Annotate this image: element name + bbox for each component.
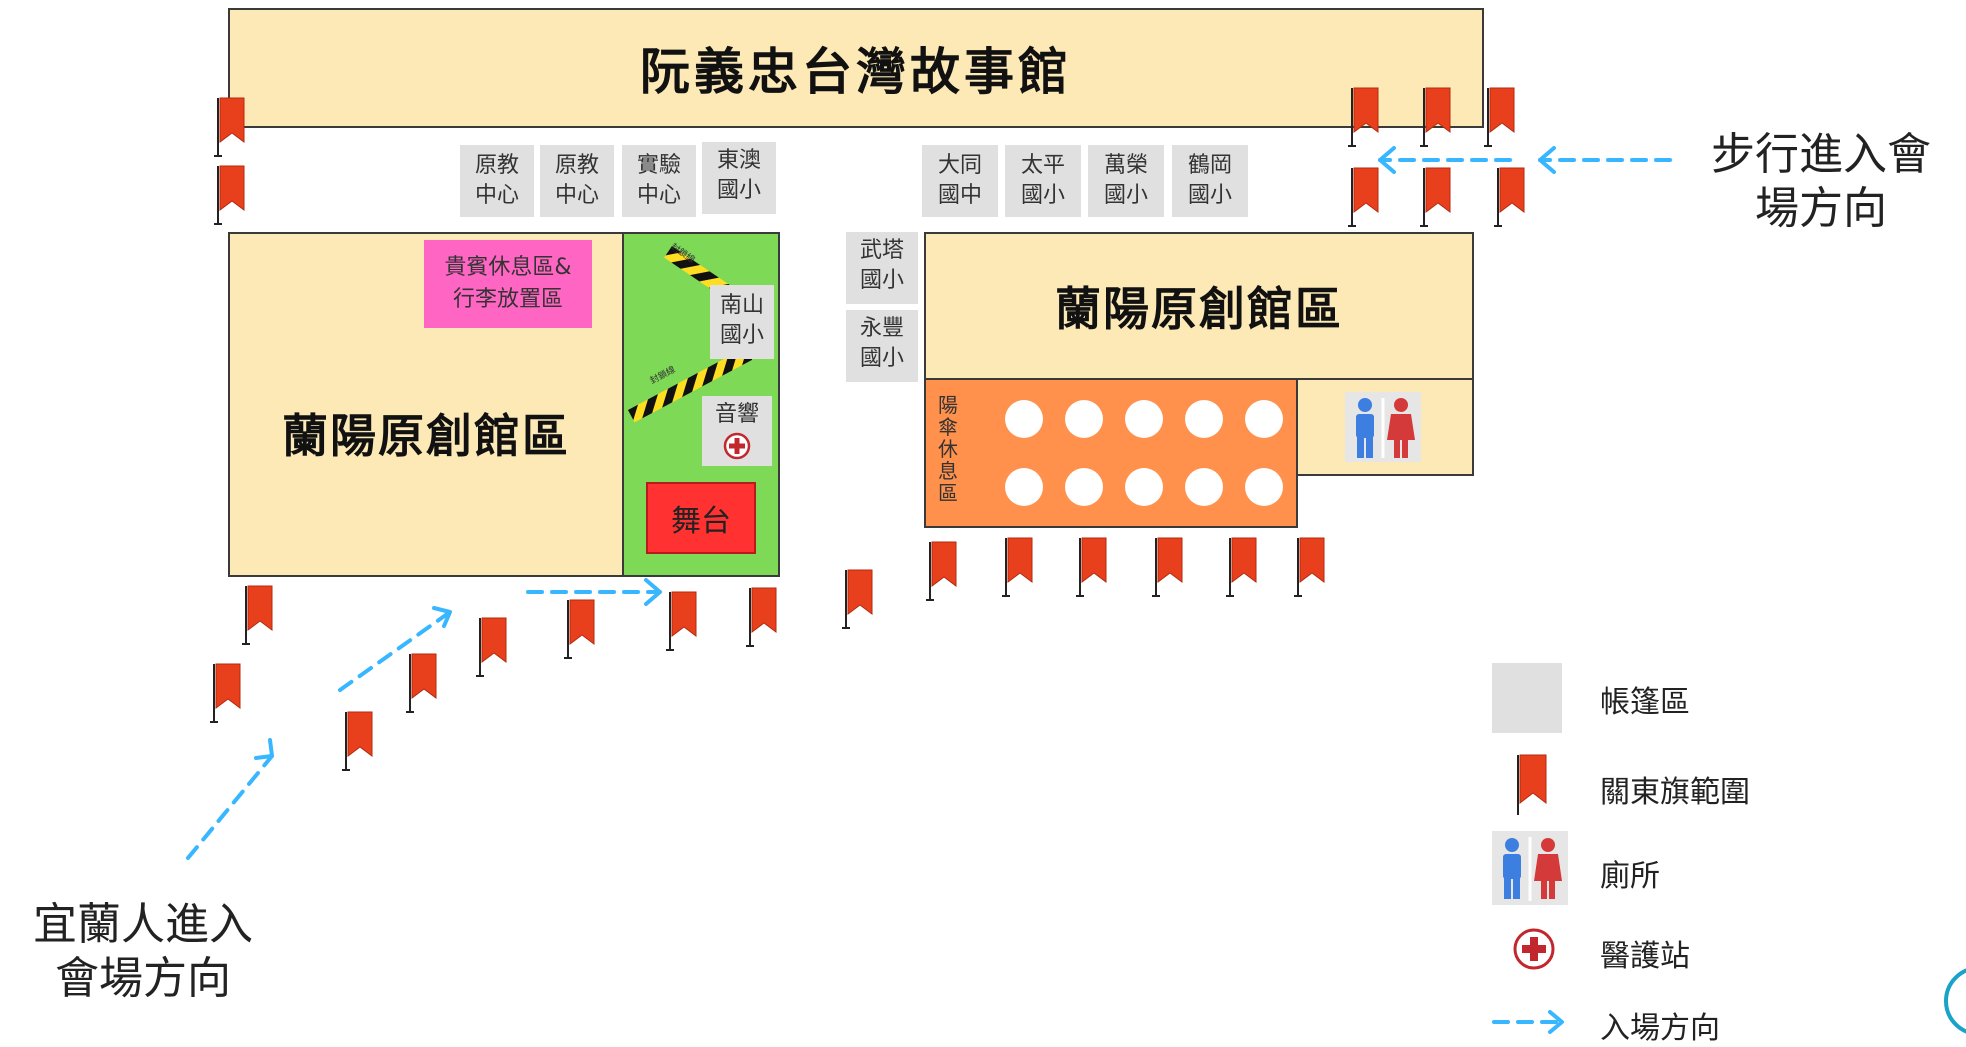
museum-title: 阮義忠台灣故事館	[640, 43, 1072, 101]
koinobori-flag-icon	[744, 586, 780, 648]
legend-flag-icon	[1512, 753, 1548, 823]
parasol-seat	[1065, 400, 1103, 438]
tent-top-right-2: 太平國小	[1005, 145, 1081, 217]
tent-top-left-4: 東澳國小	[702, 142, 776, 214]
tent-middle-1: 武塔國小	[846, 232, 918, 304]
koinobori-flag-icon	[404, 652, 440, 714]
arrow-yilan-1	[186, 754, 274, 860]
koinobori-flag-icon	[562, 598, 598, 660]
legend-entry-label: 入場方向	[1600, 1011, 1720, 1046]
koinobori-flag-icon	[840, 568, 876, 630]
koinobori-flag-icon	[340, 710, 376, 772]
tent-top-right-1: 大同國中	[922, 145, 998, 217]
parasol-label: 陽傘休息區	[938, 393, 958, 505]
koinobori-flag-icon	[1492, 166, 1528, 228]
koinobori-flag-icon	[1482, 86, 1518, 148]
parasol-seat	[1125, 468, 1163, 506]
tent-top-left-1: 原教中心	[460, 145, 534, 217]
koinobori-flag-icon	[474, 616, 510, 678]
koinobori-flag-icon	[240, 584, 276, 646]
koinobori-flag-icon	[664, 590, 700, 652]
museum-building: 阮義忠台灣故事館	[228, 8, 1484, 128]
right-hall-title: 蘭陽原創館區	[1055, 282, 1343, 336]
parasol-seat	[1245, 468, 1283, 506]
koinobori-flag-icon	[924, 540, 960, 602]
koinobori-flag-icon	[1074, 536, 1110, 598]
arrow-yilan-2	[338, 610, 452, 692]
legend-medical-label: 醫護站	[1600, 939, 1690, 974]
legend-toilet-label: 廁所	[1600, 859, 1660, 894]
parasol-seat	[1005, 468, 1043, 506]
legend-tent-label: 帳篷區	[1600, 685, 1690, 720]
stage: 舞台	[646, 482, 756, 554]
caution-tape-lower	[628, 346, 755, 423]
tent-top-left-2: 原教中心	[540, 145, 614, 217]
parasol-seat	[1185, 468, 1223, 506]
sound-tent: 音響	[702, 396, 772, 466]
tent-top-right-4: 鶴岡國小	[1172, 145, 1248, 217]
parasol-seat	[1065, 468, 1103, 506]
koinobori-flag-icon	[1000, 536, 1036, 598]
left-hall-title: 蘭陽原創館區	[282, 409, 570, 463]
koinobori-flag-icon	[1292, 536, 1328, 598]
koinobori-flag-icon	[1418, 166, 1454, 228]
koinobori-flag-icon	[212, 164, 248, 226]
koinobori-flag-icon	[208, 662, 244, 724]
parasol-seat	[1005, 400, 1043, 438]
male-figure-icon	[1356, 398, 1374, 458]
parasol-seat	[1245, 400, 1283, 438]
legend-toilet-icon	[1492, 831, 1568, 905]
legend: 帳篷區 關東旗範圍 廁所 醫護站 入場方向	[1480, 655, 1780, 1046]
parasol-seats	[924, 378, 1298, 528]
koinobori-flag-icon	[1150, 536, 1186, 598]
legend-tent-swatch	[1492, 663, 1562, 733]
medical-cross-icon	[702, 432, 772, 460]
toilet-icon-map	[1345, 392, 1421, 462]
koinobori-flag-icon	[1224, 536, 1260, 598]
tent-top-left-3: 實驗中心	[622, 145, 696, 217]
tent-nanshan: 南山國小	[710, 285, 774, 359]
walk-in-direction-caption: 步行進入會 場方向	[1711, 129, 1931, 234]
yilan-direction-caption: 宜蘭人進入 會場方向	[33, 899, 253, 1004]
koinobori-flag-icon	[1346, 166, 1382, 228]
koinobori-flag-icon	[1346, 86, 1382, 148]
female-figure-icon	[1387, 398, 1415, 458]
legend-medical-icon	[1512, 927, 1556, 975]
sound-label: 音響	[714, 402, 759, 427]
vip-lounge-zone: 貴賓休息區& 行李放置區	[424, 240, 592, 328]
tent-middle-2: 永豐國小	[846, 310, 918, 382]
koinobori-flag-icon	[212, 96, 248, 158]
koinobori-flag-icon	[1418, 86, 1454, 148]
legend-flag-label: 關東旗範圍	[1600, 775, 1750, 810]
parasol-seat	[1185, 400, 1223, 438]
parasol-seat	[1125, 400, 1163, 438]
tent-top-right-3: 萬榮國小	[1088, 145, 1164, 217]
